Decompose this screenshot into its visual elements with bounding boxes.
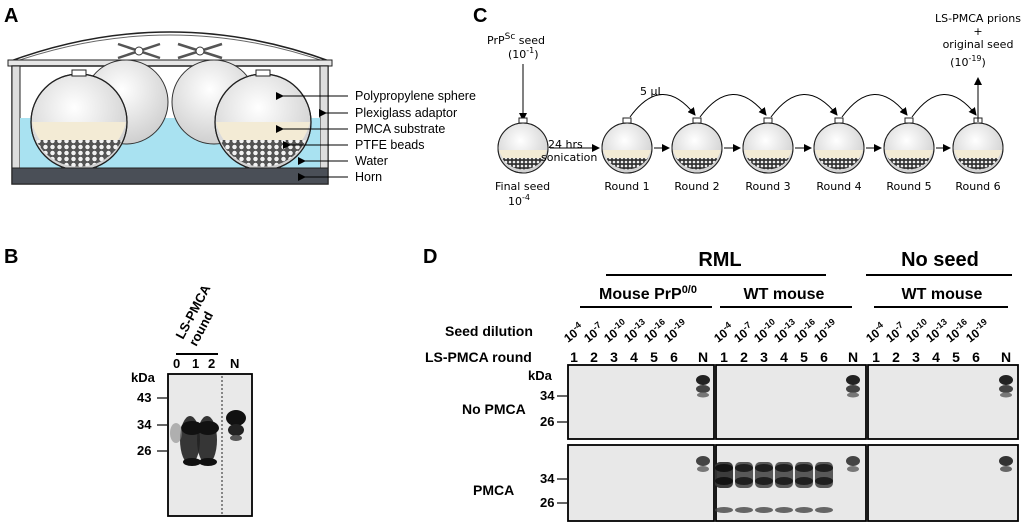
marker-26: 26 (137, 443, 151, 458)
round-num-1-5: 6 (820, 349, 828, 365)
output-label-2: + (973, 25, 982, 38)
western-blot-b (167, 373, 253, 517)
round-num-1-4: 5 (800, 349, 808, 365)
round-num-2-3: 4 (932, 349, 940, 365)
panel-d-kda: kDa (528, 368, 553, 383)
round-num-0-4: 5 (650, 349, 658, 365)
panel-a-letter: A (4, 5, 18, 27)
tube-row: Round 1 Round 2 Round 3 Round 4 Round 5 Round… (497, 94, 1004, 193)
lane-2: 2 (208, 356, 215, 371)
round-num-0-2: 3 (610, 349, 618, 365)
dilution-0-5: 10-19 (660, 317, 691, 346)
round-num-2-0: 1 (872, 349, 880, 365)
round-num-1-1: 2 (740, 349, 748, 365)
dilution-2-5: 10-19 (962, 317, 993, 346)
panel-c-letter: C (473, 5, 487, 27)
marker-34: 34 (137, 417, 152, 432)
round-1-label: Round 1 (604, 180, 649, 193)
seed-dilution: (10-1) (508, 46, 539, 61)
dilution-1-5: 10-19 (810, 317, 841, 346)
final-seed-label: Final seed (495, 180, 550, 193)
sonication-label-2: sonication (541, 151, 597, 164)
lane-1: 1 (192, 356, 199, 371)
label-plexiglass-adaptor: Plexiglass adaptor (355, 106, 457, 120)
tube-final-seed (497, 117, 549, 174)
round-num-1-3: 4 (780, 349, 788, 365)
tube-round-2 (671, 117, 723, 174)
round-num-1-6: N (848, 349, 858, 365)
label-polypropylene-sphere: Polypropylene sphere (355, 89, 476, 103)
seed-label: PrPSc seed (487, 32, 545, 47)
round-num-1-0: 1 (720, 349, 728, 365)
round-num-0-6: N (698, 349, 708, 365)
rml-header: RML (698, 249, 741, 271)
round-5-label: Round 5 (886, 180, 931, 193)
no-seed-header: No seed (901, 249, 979, 271)
panel-d-letter: D (423, 246, 437, 268)
panel-b-letter: B (4, 246, 18, 268)
mouse-prp-header: Mouse PrP0/0 (599, 284, 697, 303)
round-num-2-5: 6 (972, 349, 980, 365)
output-label-1: LS-PMCA prions (935, 12, 1021, 25)
d-marker-34-bottom: 34 (540, 471, 555, 486)
dilution-labels: 10-410-710-1010-1310-1610-1910-410-710-1… (561, 317, 993, 346)
row-no-pmca: No PMCA (462, 401, 526, 417)
seed-dilution-label: Seed dilution (445, 323, 533, 339)
round-num-2-6: N (1001, 349, 1011, 365)
western-blot-d (567, 364, 1019, 522)
round-num-0-5: 6 (670, 349, 678, 365)
tube-round-6 (952, 117, 1004, 174)
tube-round-1 (601, 117, 653, 174)
round-3-label: Round 3 (745, 180, 790, 193)
marker-43: 43 (137, 390, 151, 405)
tube-round-4 (813, 117, 865, 174)
label-pmca-substrate: PMCA substrate (355, 122, 445, 136)
dilution-2-0: 10-4 (862, 320, 889, 346)
sonicator-diagram (7, 31, 348, 185)
row-pmca: PMCA (473, 482, 514, 498)
tube-round-5 (883, 117, 935, 174)
label-ptfe-beads: PTFE beads (355, 138, 424, 152)
round-4-label: Round 4 (816, 180, 861, 193)
transfer-volume: 5 µL (640, 85, 664, 98)
round-num-0-1: 2 (590, 349, 598, 365)
output-label-4: (10-19) (950, 54, 986, 69)
round-num-2-1: 2 (892, 349, 900, 365)
round-label: LS-PMCA round (425, 349, 532, 365)
tube-round-3 (742, 117, 794, 174)
panel-b-kda: kDa (131, 370, 156, 385)
d-marker-26-bottom: 26 (540, 495, 554, 510)
d-marker-34-top: 34 (540, 388, 555, 403)
sonication-label-1: 24 hrs (548, 138, 583, 151)
round-num-0-3: 4 (630, 349, 638, 365)
round-num-0-0: 1 (570, 349, 578, 365)
dilution-1-1: 10-7 (730, 320, 757, 346)
round-6-label: Round 6 (955, 180, 1000, 193)
wt-mouse-header-2: WT mouse (902, 286, 983, 303)
d-marker-26-top: 26 (540, 414, 554, 429)
lane-0: 0 (173, 356, 180, 371)
label-horn: Horn (355, 170, 382, 184)
lane-n: N (230, 356, 239, 371)
round-num-1-2: 3 (760, 349, 768, 365)
label-water: Water (355, 154, 388, 168)
round-num-2-4: 5 (952, 349, 960, 365)
round-num-2-2: 3 (912, 349, 920, 365)
output-label-3: original seed (943, 38, 1014, 51)
final-seed-dilution: 10-4 (508, 193, 530, 208)
wt-mouse-header-1: WT mouse (744, 286, 825, 303)
round-2-label: Round 2 (674, 180, 719, 193)
